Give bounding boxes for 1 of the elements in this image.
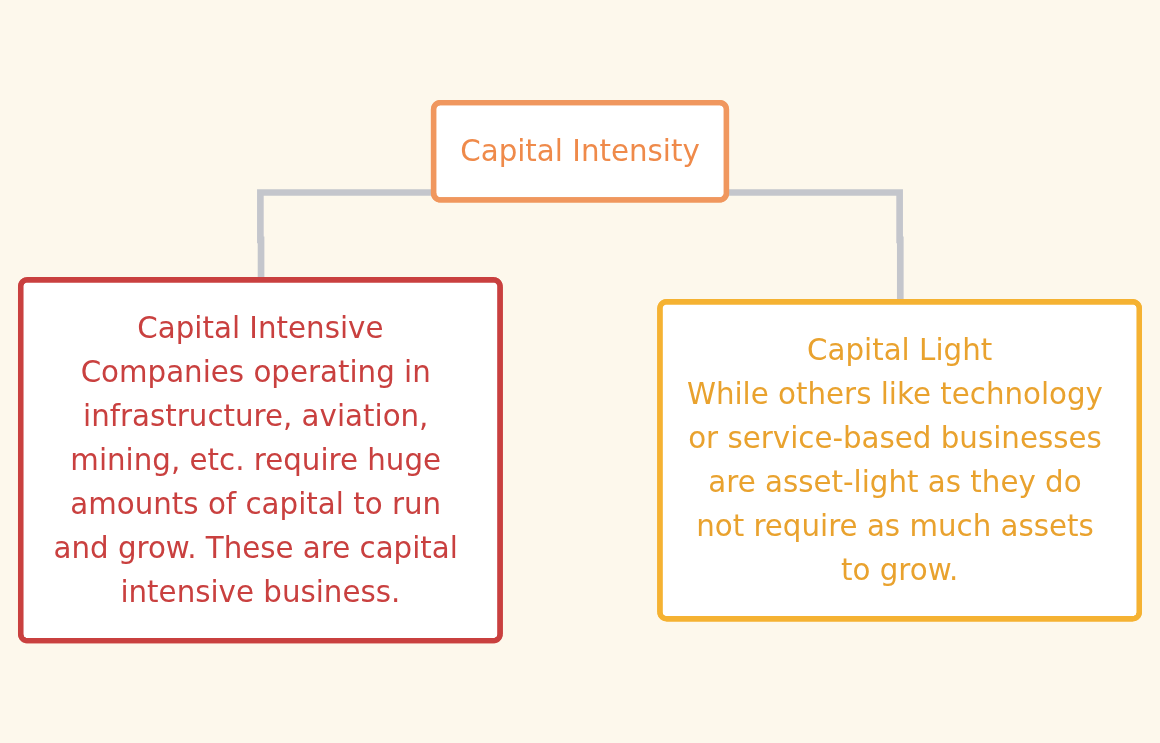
hierarchy-diagram: Capital Intensity Capital Intensive Companies operating in infrastructure, aviation, mining, etc. require huge amounts of capital to run and grow. These are capital intensive business. Capital Light While others like technology or service-based businesses are asset-light as they do not require as much assets to grow.	[10, 91, 1150, 652]
